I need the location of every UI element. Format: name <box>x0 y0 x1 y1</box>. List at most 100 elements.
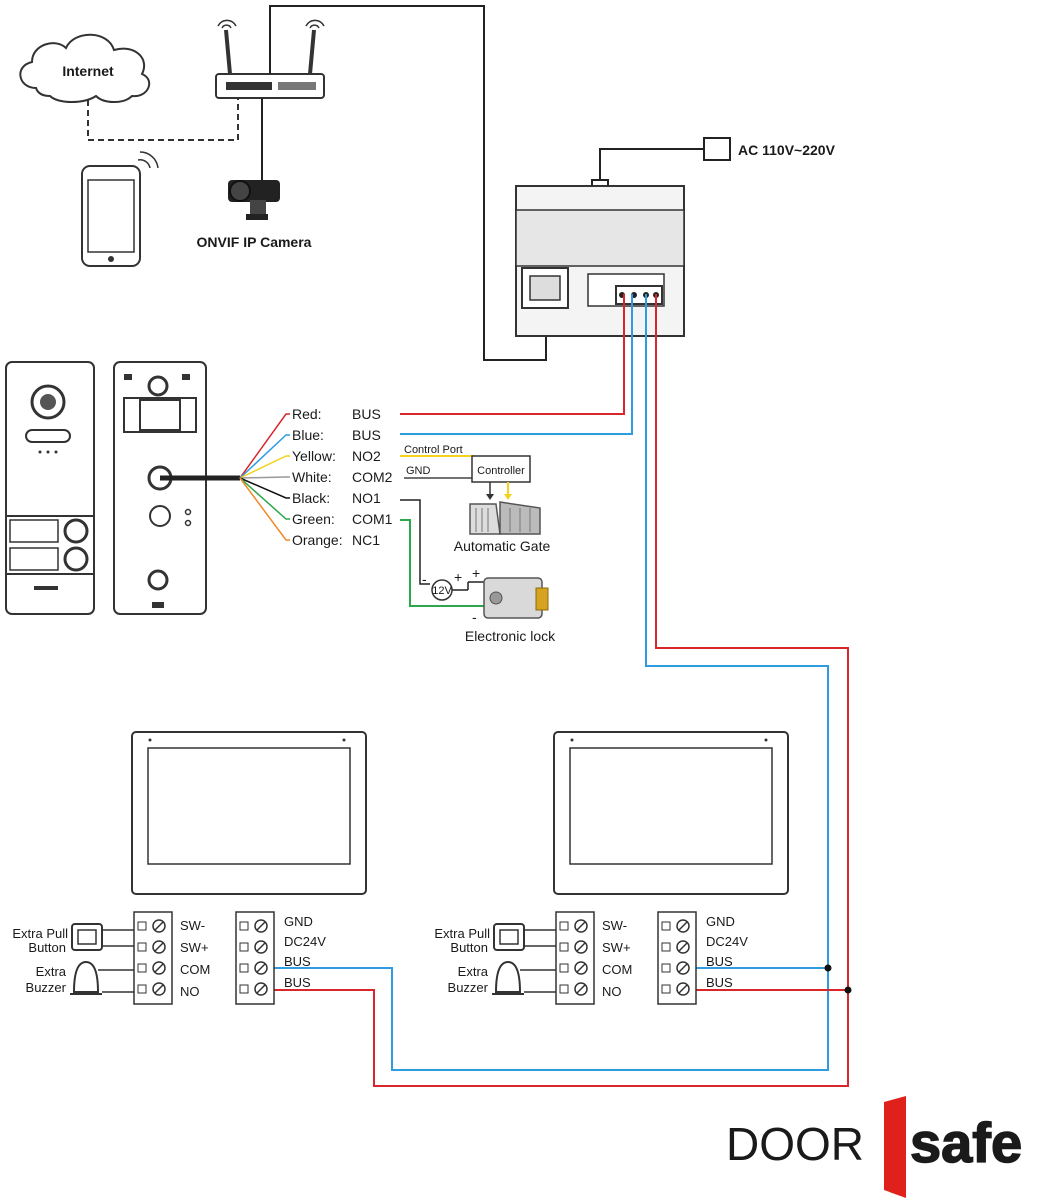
junction-blue <box>824 964 832 972</box>
wire-black <box>239 477 290 499</box>
wire-label-blue: Blue: <box>292 427 324 443</box>
m2-pull-button-label-2: Button <box>450 940 488 955</box>
terminal-slot <box>559 963 569 973</box>
internet-label: Internet <box>62 63 114 79</box>
lock-minus: - <box>472 609 477 625</box>
m2-term-bus-1: BUS <box>706 954 733 969</box>
battery-minus: - <box>422 571 427 587</box>
doorsafe-logo: DOOR safe <box>726 1096 1023 1198</box>
router-icon <box>215 19 325 99</box>
terminal-slot <box>661 942 671 952</box>
m1-term-dc24v: DC24V <box>284 934 326 949</box>
m1-term-com: COM <box>180 962 210 977</box>
m2-term-gnd: GND <box>706 914 735 929</box>
wire-white <box>239 476 290 479</box>
m1-pull-button-icon <box>71 923 134 951</box>
m1-pull-button-label-1: Extra Pull <box>12 926 68 941</box>
wire-label-yellow: Yellow: <box>292 448 336 464</box>
m1-buzzer-label-2: Buzzer <box>26 980 67 995</box>
terminal-slot <box>137 921 147 931</box>
terminal-slot <box>559 942 569 952</box>
wire-yellow <box>239 455 290 479</box>
gate-label: Automatic Gate <box>454 538 551 554</box>
logo-door-text: DOOR <box>726 1118 864 1170</box>
control-port-label: Control Port <box>404 444 463 456</box>
gnd-label: GND <box>406 465 431 477</box>
battery-plus: + <box>454 569 462 585</box>
terminal-slot <box>239 963 249 973</box>
electronic-lock-icon <box>483 577 549 619</box>
screw-slot <box>576 963 586 973</box>
wire-label-white: White: <box>292 469 332 485</box>
battery-icon <box>431 579 484 601</box>
terminal-slot <box>239 984 249 994</box>
monitor-1 <box>131 731 367 895</box>
m1-buzzer-label-1: Extra <box>36 964 67 979</box>
m1-term-sw-plus: SW+ <box>180 940 209 955</box>
screw-slot <box>154 984 164 994</box>
m1-term-sw-minus: SW- <box>180 918 205 933</box>
screw-slot <box>256 942 266 952</box>
monitor-2-terminal-right <box>657 911 697 1005</box>
m2-term-sw-minus: SW- <box>602 918 627 933</box>
wire-signal-green: COM1 <box>352 511 393 527</box>
screw-slot <box>678 984 688 994</box>
wire-labels: Red: BUS Blue: BUS Yellow: NO2 White: CO… <box>292 406 393 548</box>
terminal-slot <box>559 984 569 994</box>
com1-green-line <box>400 519 484 607</box>
screw-slot <box>576 921 586 931</box>
terminal-slot <box>239 921 249 931</box>
wire-signal-red: BUS <box>352 406 381 422</box>
junction-red <box>844 986 852 994</box>
terminal-slot <box>137 984 147 994</box>
m1-term-no: NO <box>180 984 200 999</box>
m2-term-no: NO <box>602 984 622 999</box>
terminal-slot <box>239 942 249 952</box>
bus-blue-line <box>400 294 633 435</box>
screw-slot <box>576 942 586 952</box>
screw-slot <box>256 984 266 994</box>
terminal-slot <box>137 963 147 973</box>
m1-buzzer-icon <box>70 960 134 995</box>
m1-term-bus-2: BUS <box>284 975 311 990</box>
no1-black-line <box>400 499 430 585</box>
controller-label: Controller <box>477 465 525 477</box>
m1-term-gnd: GND <box>284 914 313 929</box>
logo-door-icon <box>884 1096 906 1198</box>
wire-label-orange: Orange: <box>292 532 343 548</box>
power-supply-unit <box>515 137 731 337</box>
camera-label: ONVIF IP Camera <box>197 234 312 250</box>
internet-cloud-icon <box>19 33 151 103</box>
m2-pull-button-label-1: Extra Pull <box>434 926 490 941</box>
wire-signal-black: NO1 <box>352 490 381 506</box>
m1-term-bus-1: BUS <box>284 954 311 969</box>
m2-term-dc24v: DC24V <box>706 934 748 949</box>
screw-slot <box>678 963 688 973</box>
screw-slot <box>154 942 164 952</box>
screw-slot <box>678 942 688 952</box>
m2-term-sw-plus: SW+ <box>602 940 631 955</box>
smartphone-icon <box>81 151 159 267</box>
monitor-2-terminal-left <box>555 911 595 1005</box>
wire-orange <box>239 477 290 541</box>
wire-signal-white: COM2 <box>352 469 393 485</box>
wire-fan <box>239 413 290 541</box>
lock-plus: + <box>472 565 480 581</box>
wire-signal-yellow: NO2 <box>352 448 381 464</box>
screw-slot <box>576 984 586 994</box>
screw-slot <box>678 921 688 931</box>
lock-label: Electronic lock <box>465 628 556 644</box>
terminal-slot <box>661 921 671 931</box>
terminal-slot <box>137 942 147 952</box>
wire-signal-orange: NC1 <box>352 532 380 548</box>
bus-red-line <box>400 294 625 415</box>
ip-camera-icon <box>228 180 280 220</box>
automatic-gate-icon <box>469 501 541 535</box>
door-station-front <box>5 361 95 615</box>
m2-term-com: COM <box>602 962 632 977</box>
wire-label-green: Green: <box>292 511 335 527</box>
wireless-link-lines <box>87 96 239 141</box>
m2-buzzer-label-1: Extra <box>458 964 489 979</box>
battery-voltage: 12V <box>432 585 452 597</box>
